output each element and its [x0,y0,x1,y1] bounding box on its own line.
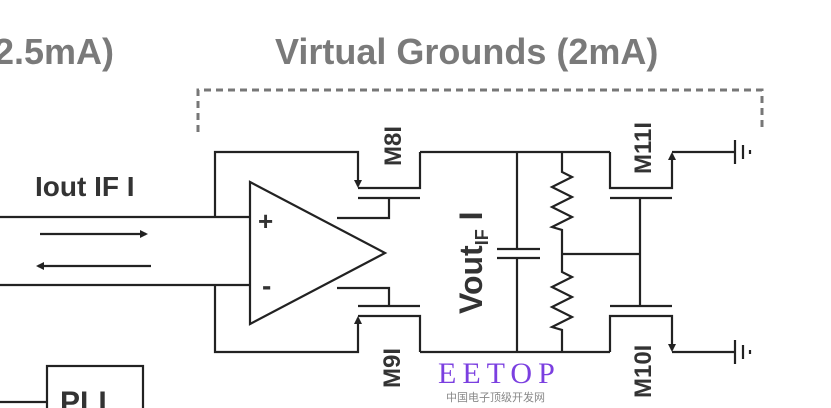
ground-icon-bottom [733,340,752,364]
m10-label: M10I [630,345,657,398]
iout-label: Iout IF I [35,171,135,202]
plus-sign: + [258,206,273,236]
watermark-subtitle: 中国电子顶级开发网 [446,390,545,404]
virtual-grounds-box [196,88,764,132]
pll-label: PLL [60,386,117,408]
m8-label: M8I [380,126,407,166]
vout-label: VoutIF I [453,212,492,315]
pll-block: PLL [0,364,145,408]
capacitor [497,152,540,352]
minus-sign: - [262,270,271,301]
watermark-brand: EETOP [438,357,561,390]
m10-transistor [608,304,735,354]
header-virtual-grounds: Virtual Grounds (2mA) [275,31,658,72]
feedback-and-m9 [213,285,422,354]
ground-icon-top [733,140,752,164]
feedback-and-m8 [213,150,422,220]
header-left-current: 2.5mA) [0,31,114,72]
current-arrows [36,230,151,270]
m9-label: M9I [379,348,406,388]
m11-label: M11I [630,122,657,174]
m11-transistor [608,150,735,306]
opamp: + - [248,180,388,326]
rails [420,150,610,354]
input-lines [0,215,250,287]
resistors [549,152,640,352]
